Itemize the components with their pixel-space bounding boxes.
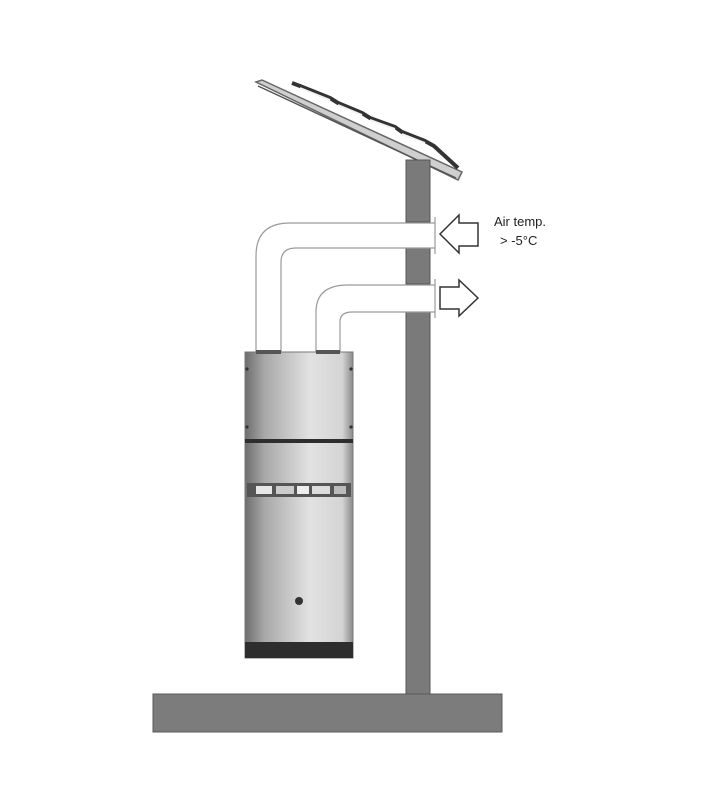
air-temp-threshold: > -5°C [500, 233, 537, 248]
control-panel [247, 483, 351, 497]
air-exhaust-duct [315, 279, 436, 352]
knob-icon [295, 597, 303, 605]
intake-arrow-icon [438, 213, 479, 255]
wall [405, 159, 431, 695]
air-temp-label: Air temp. [494, 214, 546, 229]
air-intake-duct [255, 217, 436, 352]
floor [152, 693, 503, 733]
heat-pump-water-heater [244, 350, 354, 659]
exhaust-arrow-icon [439, 278, 480, 318]
roof [254, 79, 464, 181]
